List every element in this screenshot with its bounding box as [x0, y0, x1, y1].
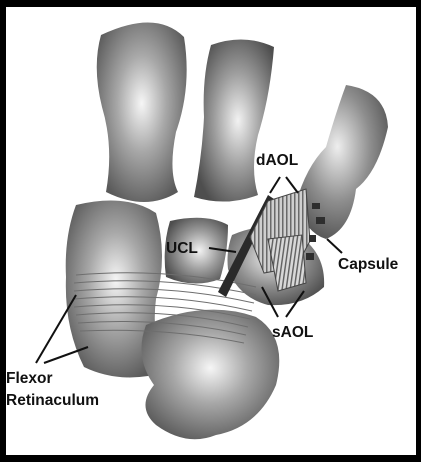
carpal-bone-bottom [142, 310, 280, 440]
illustration-canvas: dAOL UCL Capsule sAOL Flexor Retinaculum [6, 7, 416, 455]
label-ucl: UCL [166, 240, 198, 257]
thumb-metacarpal-bone [296, 85, 388, 239]
label-daol: dAOL [256, 152, 298, 169]
metacarpal-bone-left [97, 22, 187, 202]
label-saol: sAOL [272, 324, 313, 341]
label-capsule: Capsule [338, 256, 399, 273]
metacarpal-bone-middle [194, 39, 274, 201]
wrist-anatomy-diagram: dAOL UCL Capsule sAOL Flexor Retinaculum [6, 7, 416, 455]
label-flexor: Flexor [6, 370, 53, 387]
label-retinaculum: Retinaculum [6, 392, 99, 409]
